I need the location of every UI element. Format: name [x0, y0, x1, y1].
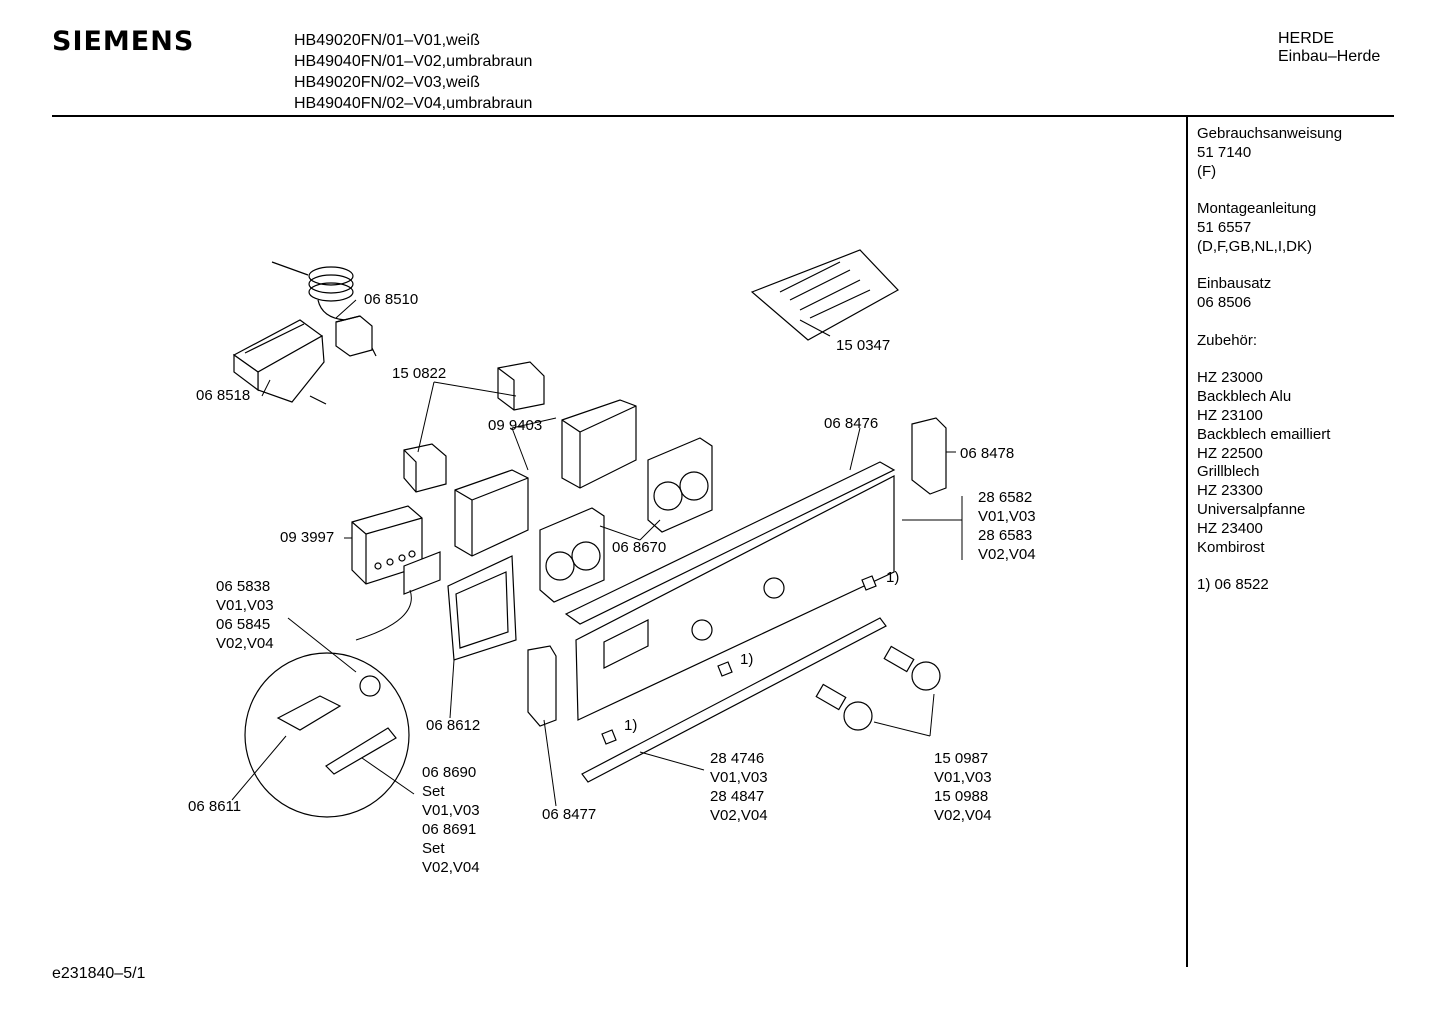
- document-id: e231840–5/1: [52, 965, 146, 982]
- label-284746: 28 4746 V01,V03 28 4847 V02,V04: [710, 750, 768, 824]
- label-099403: 09 9403: [488, 417, 542, 434]
- installation-title: Montageanleitung: [1197, 200, 1317, 218]
- model-line: HB49040FN/02–V04,umbrabraun: [294, 95, 533, 112]
- label-line: V01,V03: [978, 508, 1036, 525]
- label-line: 15 0987: [934, 750, 988, 767]
- exploded-parts-diagram: 06 8510 06 8518 15 0822 15 0347 09 9403 …: [188, 249, 1036, 876]
- label-line: V02,V04: [934, 807, 992, 824]
- mounting-kit-title: Einbausatz: [1197, 275, 1272, 293]
- label-line: 28 4746: [710, 750, 764, 767]
- footnote-block: 1) 06 8522: [1197, 576, 1342, 595]
- accessory-name: Backblech Alu: [1197, 388, 1292, 406]
- accessory-code: HZ 22500: [1197, 444, 1263, 462]
- footnote-marker: 1): [886, 569, 899, 586]
- label-line: 28 4847: [710, 788, 764, 805]
- mounting-kit-number: 06 8506: [1197, 294, 1252, 312]
- label-line: V01,V03: [422, 802, 480, 819]
- label-068518: 06 8518: [196, 387, 250, 404]
- label-068611: 06 8611: [188, 798, 241, 815]
- detail-circle-drawing: [244, 551, 441, 818]
- label-line: 06 5845: [216, 616, 270, 633]
- lamp-drawing: [403, 361, 545, 493]
- accessory-code: HZ 23400: [1197, 519, 1263, 537]
- label-line: 28 6582: [978, 489, 1032, 506]
- label-286582: 28 6582 V01,V03 28 6583 V02,V04: [978, 489, 1036, 563]
- manual-language: (F): [1197, 162, 1217, 180]
- footnote-text: 1) 06 8522: [1197, 576, 1269, 594]
- label-150822: 15 0822: [392, 365, 446, 382]
- label-093997: 09 3997: [280, 529, 334, 546]
- accessory-name: Backblech emailliert: [1197, 425, 1331, 443]
- sidebar-divider: [1186, 117, 1188, 967]
- model-line: HB49040FN/01–V02,umbrabraun: [294, 53, 533, 70]
- label-line: V01,V03: [216, 597, 274, 614]
- label-line: 06 8690: [422, 764, 476, 781]
- manual-block: Gebrauchsanweisung 51 7140 (F): [1197, 125, 1342, 181]
- screw-bag-drawing: [750, 249, 899, 341]
- label-line: V01,V03: [710, 769, 768, 786]
- label-068690: 06 8690 Set V01,V03 06 8691 Set V02,V04: [422, 764, 480, 876]
- model-line: HB49020FN/01–V01,weiß: [294, 32, 480, 49]
- trim-strip-drawing: [581, 617, 887, 783]
- control-panel-drawing: [564, 461, 896, 721]
- installation-block: Montageanleitung 51 6557 (D,F,GB,NL,I,DK…: [1197, 200, 1342, 256]
- terminal-block-drawing: [232, 319, 327, 405]
- label-068510: 06 8510: [364, 291, 418, 308]
- label-068478: 06 8478: [960, 445, 1014, 462]
- knob-drawing: [815, 645, 941, 731]
- label-068476: 06 8476: [824, 415, 878, 432]
- category-title: HERDE: [1278, 30, 1335, 47]
- label-line: V02,V04: [710, 807, 768, 824]
- label-line: V02,V04: [978, 546, 1036, 563]
- category-block: HERDE Einbau–Herde: [1278, 30, 1380, 66]
- bracket-drawing: [454, 399, 637, 557]
- label-line: V02,V04: [216, 635, 274, 652]
- label-line: 15 0988: [934, 788, 988, 805]
- siemens-logo: SIEMENS: [52, 26, 195, 57]
- sidebar-notes: Gebrauchsanweisung 51 7140 (F) Montagean…: [1197, 125, 1342, 614]
- footnote-marker: 1): [740, 651, 753, 668]
- manual-title: Gebrauchsanweisung: [1197, 125, 1343, 142]
- part-labels: 06 8510 06 8518 15 0822 15 0347 09 9403 …: [188, 291, 1036, 876]
- label-068670: 06 8670: [612, 539, 666, 556]
- label-068612: 06 8612: [426, 717, 480, 734]
- category-subtitle: Einbau–Herde: [1278, 48, 1381, 65]
- accessories-heading: Zubehör:: [1197, 331, 1258, 349]
- side-bracket-drawing: [911, 417, 947, 495]
- leader-lines: [231, 299, 963, 807]
- label-line: 06 5838: [216, 578, 270, 595]
- side-bracket-left-drawing: [527, 645, 557, 727]
- manual-number: 51 7140: [1197, 143, 1252, 161]
- installation-number: 51 6557: [1197, 218, 1252, 236]
- label-line: Set: [422, 840, 445, 857]
- accessories-heading-block: Zubehör:: [1197, 332, 1342, 351]
- label-line: 06 8691: [422, 821, 476, 838]
- accessory-name: Grillblech: [1197, 463, 1260, 481]
- label-line: V01,V03: [934, 769, 992, 786]
- model-line: HB49020FN/02–V03,weiß: [294, 74, 480, 91]
- accessory-name: Kombirost: [1197, 538, 1265, 556]
- label-150987: 15 0987 V01,V03 15 0988 V02,V04: [934, 750, 992, 824]
- switch-housing-drawing: [539, 437, 713, 603]
- frame-drawing: [447, 555, 517, 661]
- label-065838: 06 5838 V01,V03 06 5845 V02,V04: [216, 578, 274, 652]
- clip-drawing: [601, 575, 877, 745]
- label-line: V02,V04: [422, 859, 480, 876]
- accessory-name: Universalpfanne: [1197, 500, 1306, 518]
- thermostat-drawing: [271, 261, 377, 357]
- installation-languages: (D,F,GB,NL,I,DK): [1197, 237, 1313, 255]
- label-line: Set: [422, 783, 445, 800]
- accessory-code: HZ 23000: [1197, 369, 1263, 387]
- label-068477: 06 8477: [542, 806, 596, 823]
- label-150347: 15 0347: [836, 337, 890, 354]
- footnote-marker: 1): [624, 717, 637, 734]
- label-line: 28 6583: [978, 527, 1032, 544]
- accessory-code: HZ 23100: [1197, 406, 1263, 424]
- accessory-code: HZ 23300: [1197, 482, 1263, 500]
- model-list: HB49020FN/01–V01,weiß HB49040FN/01–V02,u…: [294, 30, 532, 114]
- accessories-list: HZ 23000 Backblech Alu HZ 23100 Backblec…: [1197, 369, 1342, 557]
- mounting-kit-block: Einbausatz 06 8506: [1197, 275, 1342, 313]
- header-divider: [52, 115, 1394, 117]
